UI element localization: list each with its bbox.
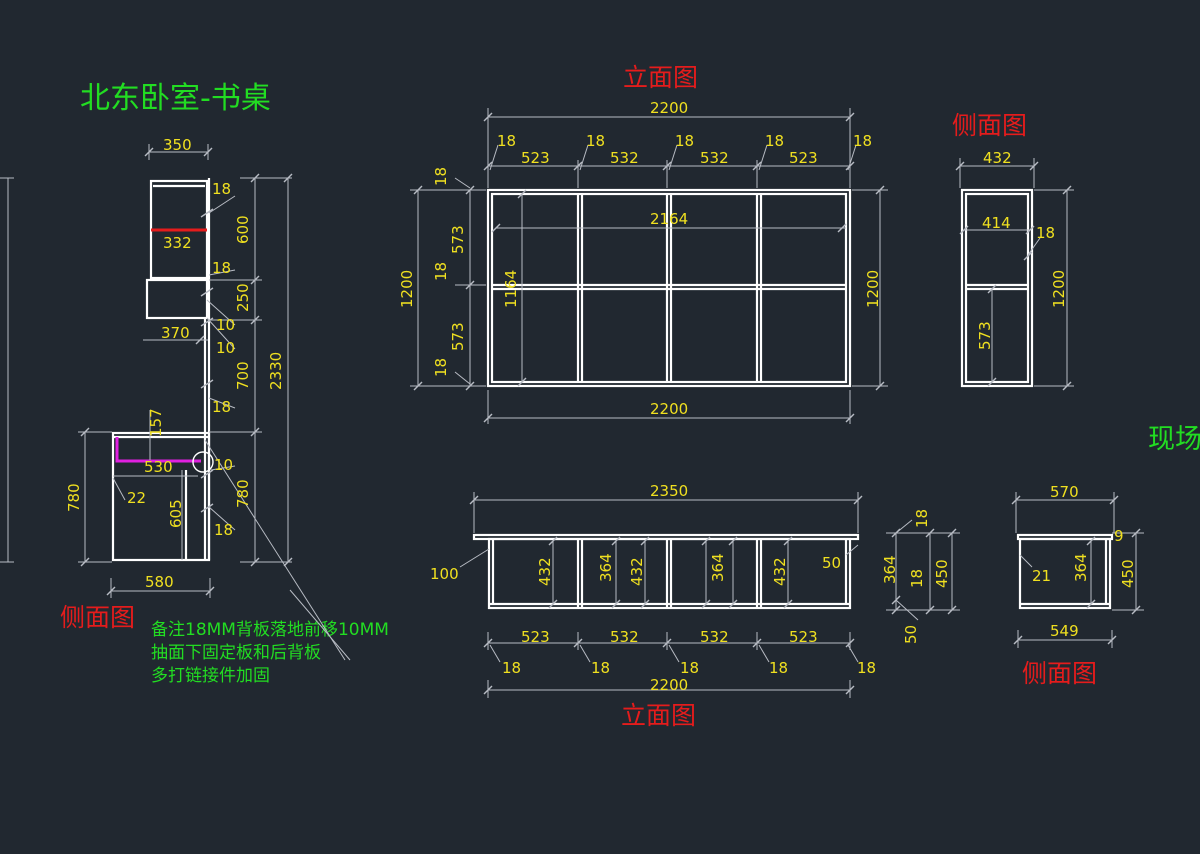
dim-523: 523 (789, 149, 818, 167)
dim-2350: 2350 (650, 482, 688, 500)
dim-532: 532 (700, 149, 729, 167)
dim-364: 364 (597, 553, 615, 582)
dim-414: 414 (982, 214, 1011, 232)
dim-580: 580 (145, 573, 174, 591)
side-view-title-left: 侧面图 (60, 603, 135, 632)
dim-605: 605 (167, 499, 185, 528)
dim-9: 9 (1114, 527, 1124, 545)
dim-18: 18 (432, 358, 450, 377)
left-edge-partial-dimension (0, 177, 14, 563)
dim-18: 18 (502, 659, 521, 677)
dim-18: 18 (497, 132, 516, 150)
dim-532: 532 (700, 628, 729, 646)
dim-2164: 2164 (650, 210, 688, 228)
dim-573: 573 (449, 225, 467, 254)
dim-364: 364 (709, 553, 727, 582)
dim-1200: 1200 (864, 270, 882, 308)
dim-523: 523 (789, 628, 818, 646)
dim-18: 18 (432, 262, 450, 281)
dim-450: 450 (933, 559, 951, 588)
dim-570: 570 (1050, 483, 1079, 501)
dim-18: 18 (591, 659, 610, 677)
dim-1164: 1164 (502, 270, 520, 308)
dim-21: 21 (1032, 567, 1051, 585)
dim-18: 18 (432, 167, 450, 186)
dim-18: 18 (212, 259, 231, 277)
dim-532: 532 (610, 149, 639, 167)
dim-10: 10 (216, 339, 235, 357)
dim-549: 549 (1050, 622, 1079, 640)
dim-573: 573 (976, 321, 994, 350)
dim-332: 332 (163, 234, 192, 252)
dim-18: 18 (857, 659, 876, 677)
note-line-2: 抽面下固定板和后背板 (151, 643, 321, 663)
dim-18: 18 (908, 569, 926, 588)
dim-18: 18 (765, 132, 784, 150)
cut-off-title-right: 现场 (1148, 424, 1200, 455)
dim-600: 600 (234, 215, 252, 244)
dim-10: 10 (214, 456, 233, 474)
elevation-title-bottom: 立面图 (621, 701, 696, 730)
dim-523: 523 (521, 628, 550, 646)
dim-432: 432 (983, 149, 1012, 167)
dim-364: 364 (881, 555, 899, 584)
dim-157: 157 (147, 408, 165, 437)
dim-2200: 2200 (650, 99, 688, 117)
dim-1200: 1200 (398, 270, 416, 308)
dim-350: 350 (163, 136, 192, 154)
dim-250: 250 (234, 283, 252, 312)
dim-18: 18 (212, 180, 231, 198)
dim-370: 370 (161, 324, 190, 342)
dim-50: 50 (822, 554, 841, 572)
dim-432: 432 (771, 557, 789, 586)
dim-18: 18 (1036, 224, 1055, 242)
drawing-title: 北东卧室-书桌 (80, 81, 271, 116)
bottom-side-view: 570 9 21 364 450 549 (1011, 483, 1144, 648)
dim-523: 523 (521, 149, 550, 167)
dim-100: 100 (430, 565, 459, 583)
dim-18: 18 (853, 132, 872, 150)
dim-10: 10 (216, 316, 235, 334)
dim-573: 573 (449, 322, 467, 351)
dim-450: 450 (1119, 559, 1137, 588)
dim-18: 18 (680, 659, 699, 677)
bottom-elevation-view: 2350 100 432 364 432 364 432 50 523 532 … (430, 482, 960, 698)
dim-2330: 2330 (267, 352, 285, 390)
dim-2200: 2200 (650, 676, 688, 694)
dim-18: 18 (586, 132, 605, 150)
dim-532: 532 (610, 628, 639, 646)
dim-530: 530 (144, 458, 173, 476)
elevation-title-top: 立面图 (623, 63, 698, 92)
dim-18: 18 (214, 521, 233, 539)
dim-22: 22 (127, 489, 146, 507)
dim-1200: 1200 (1050, 270, 1068, 308)
dim-18: 18 (913, 509, 931, 528)
dim-780: 780 (234, 479, 252, 508)
dim-364: 364 (1072, 553, 1090, 582)
side-view-title-bottom-right: 侧面图 (1022, 659, 1097, 688)
dim-2200: 2200 (650, 400, 688, 418)
dim-50: 50 (902, 625, 920, 644)
dim-432: 432 (536, 557, 554, 586)
dim-700: 700 (234, 361, 252, 390)
left-side-view: 350 18 600 332 18 250 370 10 10 700 2330… (65, 136, 351, 661)
side-view-title-top-right: 侧面图 (952, 111, 1027, 140)
top-elevation-view: 2200 18 18 18 18 18 523 532 532 523 2164… (398, 99, 888, 424)
dim-780: 780 (65, 483, 83, 512)
dim-18: 18 (675, 132, 694, 150)
note-line-3: 多打链接件加固 (151, 666, 270, 686)
dim-18: 18 (212, 398, 231, 416)
dim-18: 18 (769, 659, 788, 677)
dim-432: 432 (628, 557, 646, 586)
note-line-1: 备注18MM背板落地前移10MM (151, 620, 389, 640)
top-side-view: 432 414 18 1200 573 (955, 149, 1074, 391)
